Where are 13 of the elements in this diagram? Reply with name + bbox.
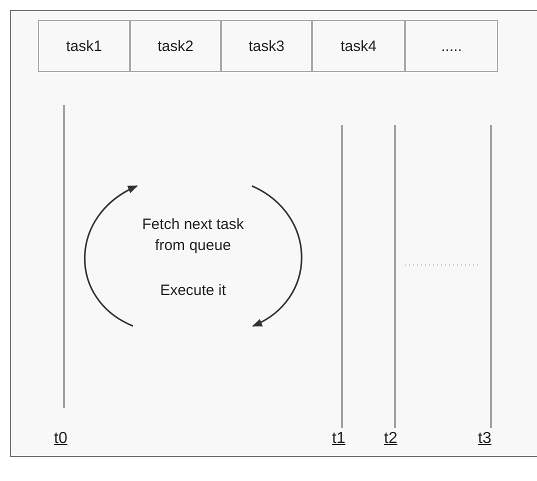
queue-cell: task3 xyxy=(221,20,312,72)
thread-label: t2 xyxy=(384,430,398,448)
queue-cell: task4 xyxy=(312,20,405,72)
thread-label: t0 xyxy=(54,430,68,448)
step-text: Fetch next task from queue xyxy=(128,214,258,256)
queue-cell: ..... xyxy=(405,20,498,72)
thread-label: t3 xyxy=(478,430,492,448)
step-text: Execute it xyxy=(138,280,248,301)
queue-cell: task1 xyxy=(38,20,130,72)
thread-label: t1 xyxy=(332,430,346,448)
loop-arrow xyxy=(84,185,138,327)
loop-arrow xyxy=(252,185,302,327)
queue-cell: task2 xyxy=(130,20,221,72)
